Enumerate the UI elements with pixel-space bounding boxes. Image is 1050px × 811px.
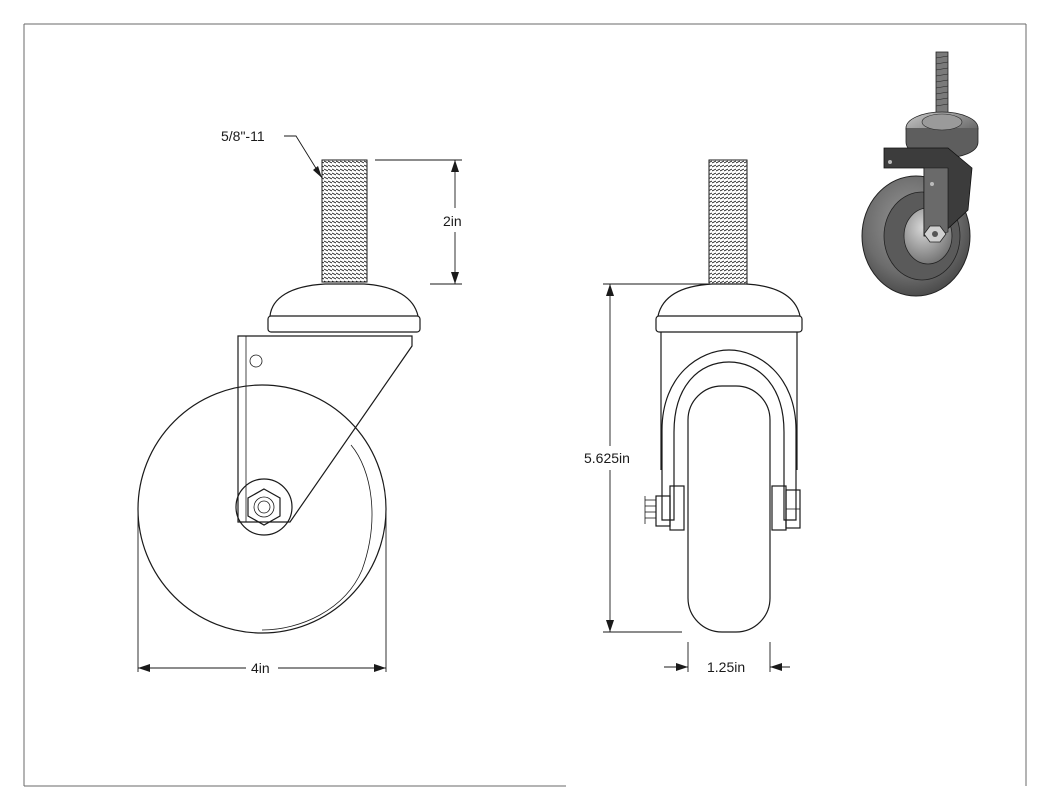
height-label: 5.625in — [584, 450, 630, 466]
swivel-ring — [267, 315, 421, 333]
axle-nut — [247, 488, 281, 526]
front-swivel-dome — [657, 283, 801, 317]
front-fork — [661, 349, 797, 521]
width-label: 1.25in — [707, 659, 745, 675]
axle-bolt-end — [655, 495, 671, 527]
front-view: 5.625in 1.25in — [584, 159, 803, 675]
diameter-label: 4in — [251, 660, 270, 676]
front-swivel-ring — [655, 315, 803, 333]
isometric-render — [861, 51, 979, 297]
front-threaded-stem — [708, 159, 748, 285]
side-view: 2in 5/8"-11 4in — [137, 128, 462, 676]
swivel-dome — [269, 283, 419, 317]
sheet-frame — [23, 23, 1027, 787]
fork-plate — [237, 335, 413, 523]
hub-circle — [235, 478, 293, 536]
thread-callout-label: 5/8"-11 — [221, 128, 265, 144]
wheel-inner-curve — [261, 444, 373, 631]
front-wheel — [687, 385, 771, 633]
threaded-stem — [321, 159, 368, 283]
fork-hole — [249, 354, 263, 368]
stem-length-label: 2in — [443, 213, 462, 229]
wheel-outer — [137, 384, 387, 634]
